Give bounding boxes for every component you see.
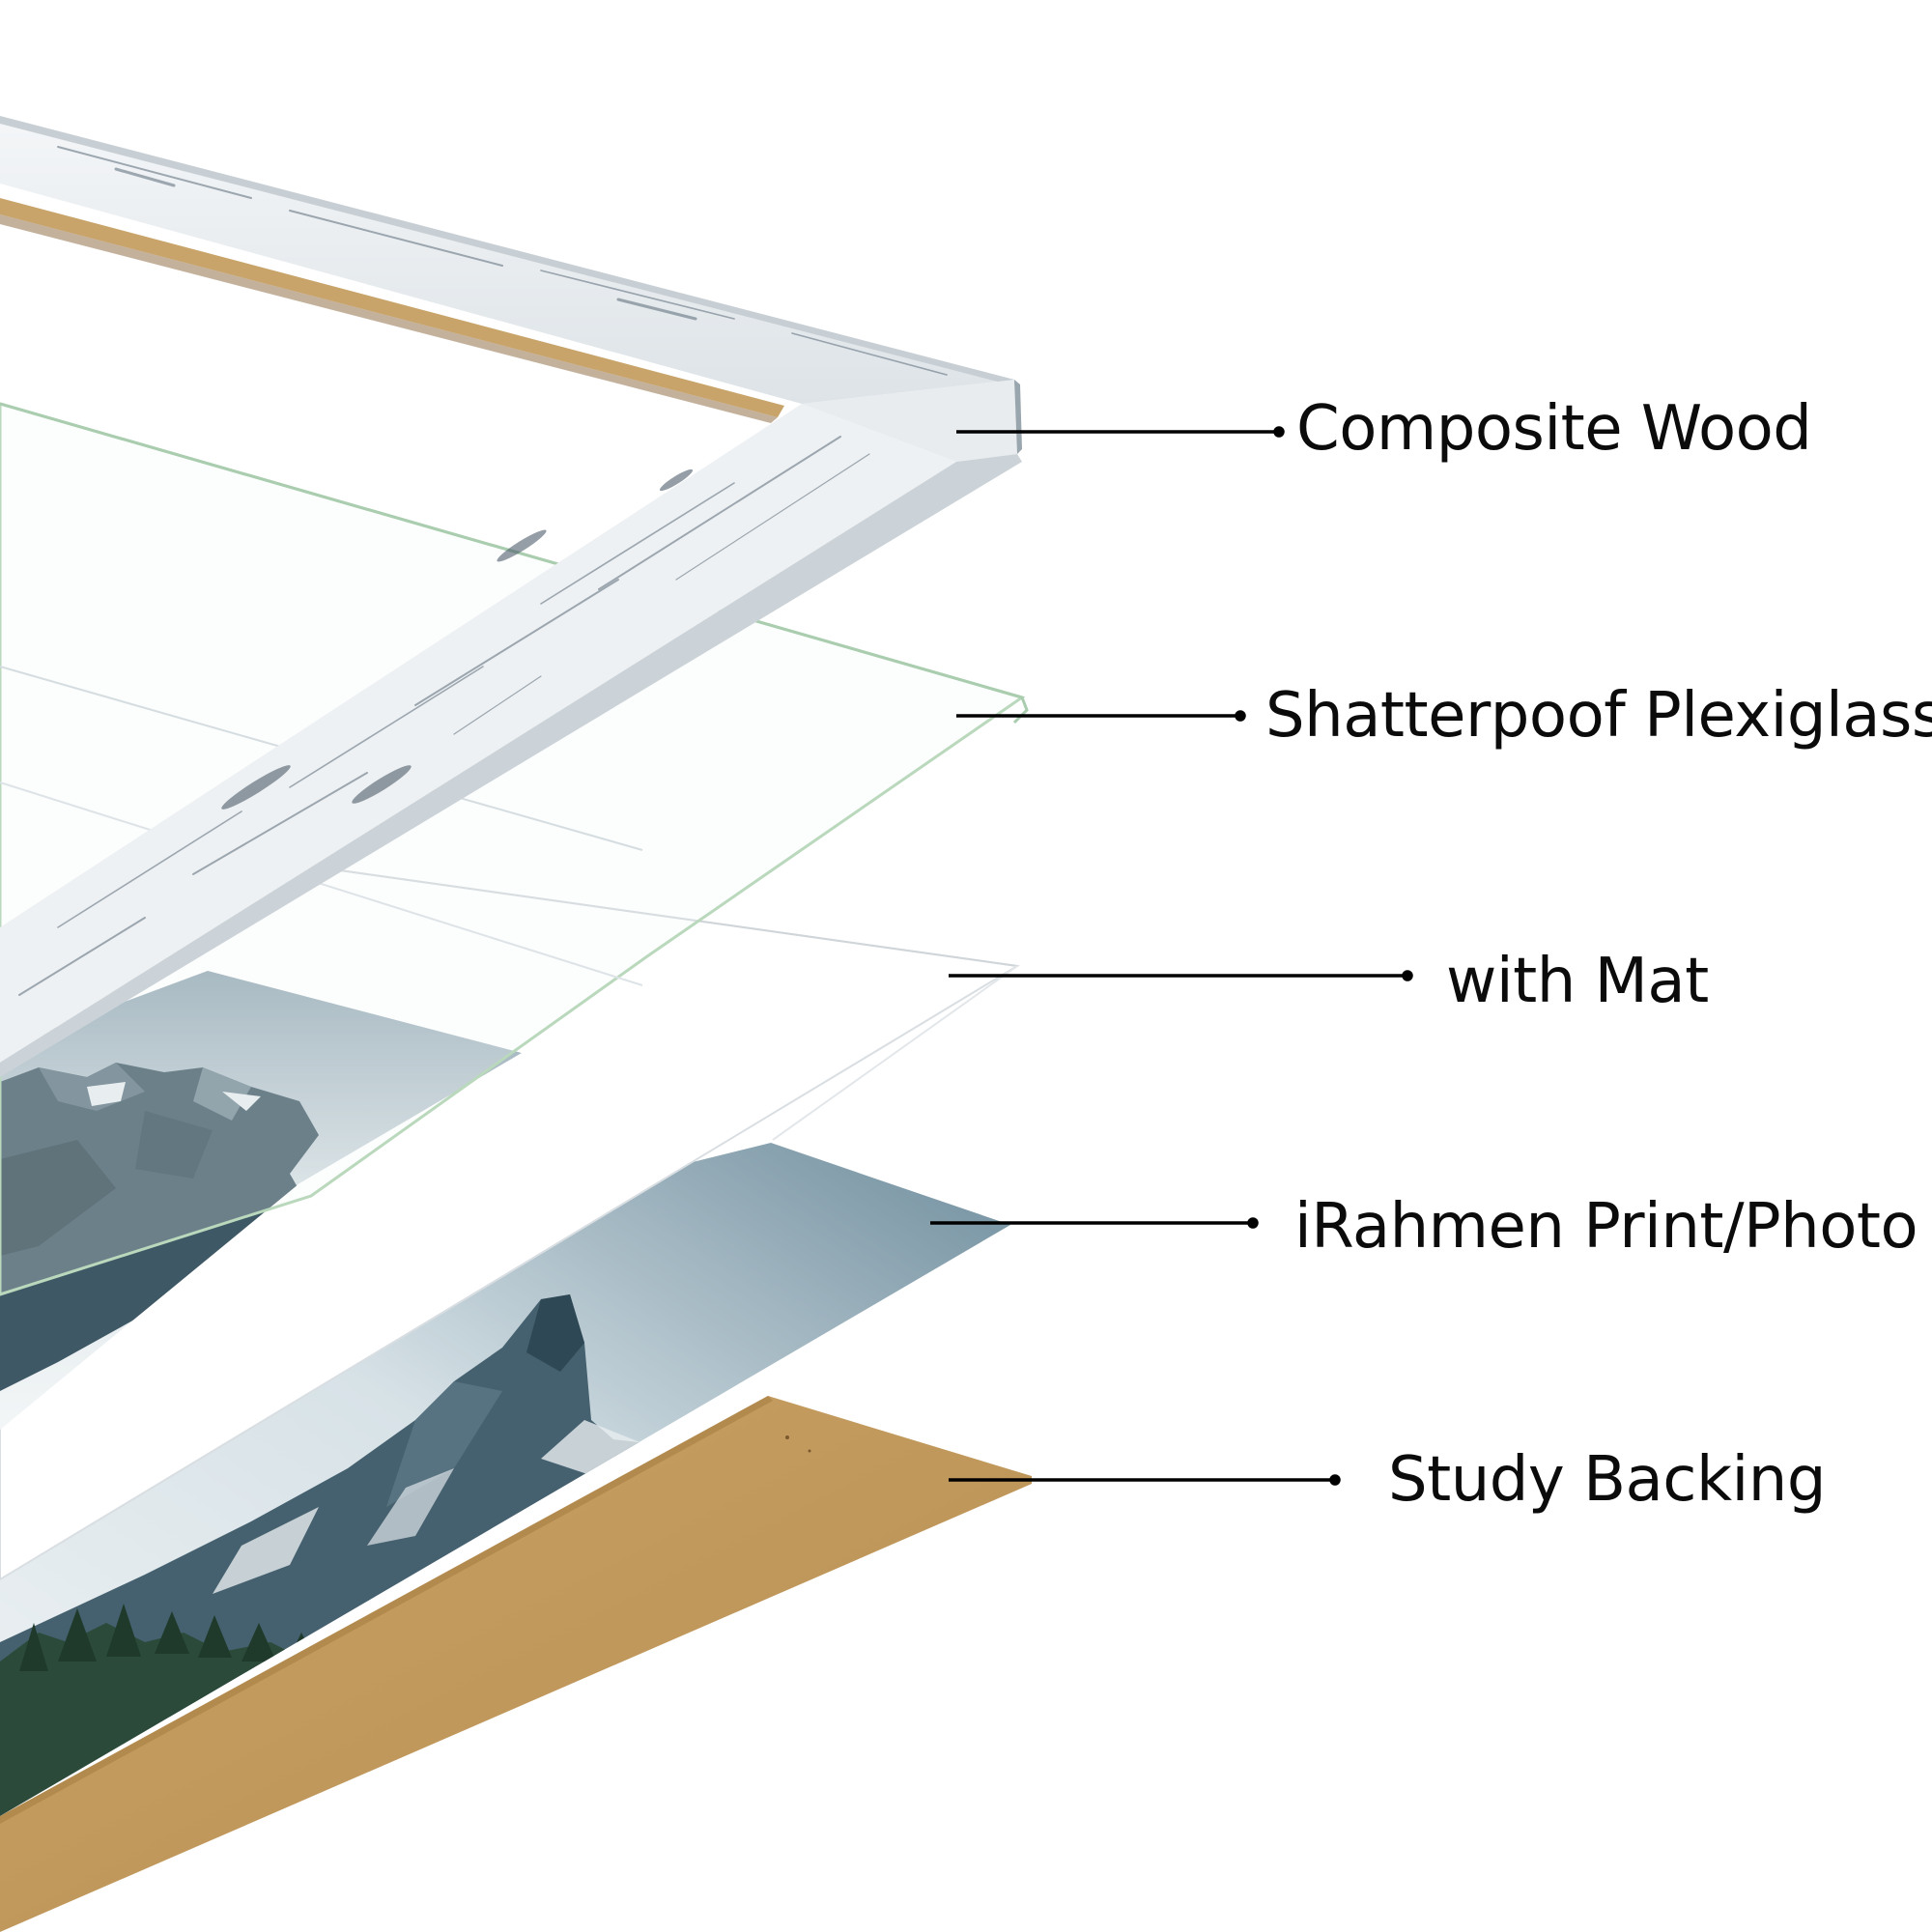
leader-line-composite-wood — [956, 426, 1285, 438]
print-photo-window — [0, 971, 522, 1430]
leader-line-backing — [949, 1474, 1341, 1486]
label-mat: with Mat — [1446, 946, 1709, 1017]
label-plexiglass: Shatterpoof Plexiglass — [1265, 680, 1932, 752]
leader-line-mat — [949, 970, 1413, 981]
composite-wood-frame — [0, 116, 1022, 1077]
label-backing: Study Backing — [1388, 1444, 1826, 1516]
label-composite-wood: Composite Wood — [1296, 393, 1812, 465]
label-print-photo: iRahmen Print/Photo — [1294, 1191, 1918, 1263]
backing-board — [0, 1396, 1032, 1932]
leader-line-print — [930, 1217, 1259, 1229]
leader-lines — [930, 426, 1413, 1486]
leader-line-plexiglass — [956, 710, 1246, 722]
